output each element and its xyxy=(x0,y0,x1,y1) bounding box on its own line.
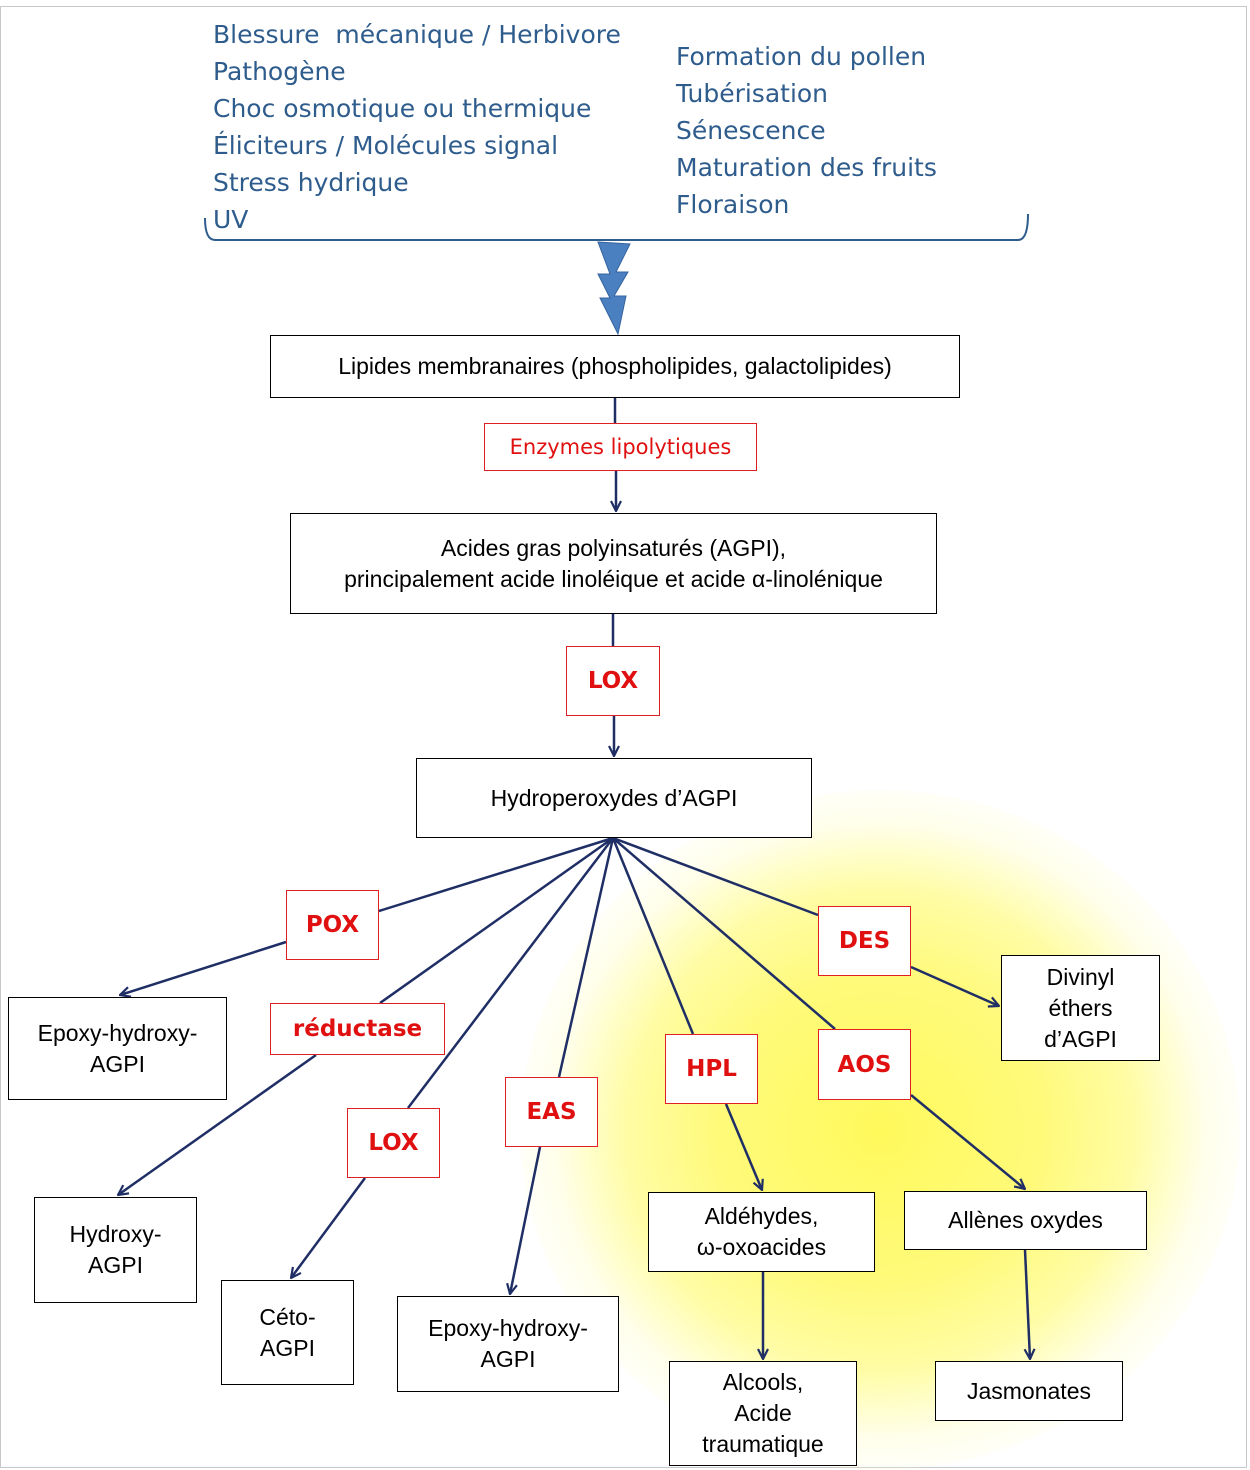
arrow-to-aldehydes xyxy=(724,1103,762,1190)
trigger-item: Choc osmotique ou thermique xyxy=(213,94,592,123)
node-divinyl-ethers: Divinyl éthers d’AGPI xyxy=(1001,955,1160,1061)
connector-hub-to-eas xyxy=(557,837,615,1078)
node-pufa: Acides gras polyinsaturés (AGPI), princi… xyxy=(290,513,937,614)
trigger-item: Formation du pollen xyxy=(676,42,927,71)
enzyme-lox-main: LOX xyxy=(566,646,660,716)
arrow-to-ceto xyxy=(291,1177,367,1278)
connector-hub-to-des xyxy=(612,836,819,917)
enzyme-lox-branch: LOX xyxy=(347,1108,440,1178)
node-hydroxy: Hydroxy- AGPI xyxy=(34,1197,197,1303)
enzyme-des: DES xyxy=(818,906,911,976)
trigger-item: Floraison xyxy=(676,190,790,219)
enzyme-lipolytic: Enzymes lipolytiques xyxy=(484,423,757,471)
arrow-to-divinyl xyxy=(910,965,999,1006)
connector-hub-to-aos xyxy=(612,837,836,1030)
node-alcohols: Alcools, Acide traumatique xyxy=(669,1361,857,1466)
trigger-item: Éliciteurs / Molécules signal xyxy=(213,131,559,160)
node-ceto: Céto- AGPI xyxy=(221,1280,354,1385)
node-membrane-lipids: Lipides membranaires (phospholipides, ga… xyxy=(270,335,960,398)
enzyme-hpl: HPL xyxy=(665,1034,758,1104)
trigger-item: UV xyxy=(213,205,249,234)
development-triggers-list: Formation du pollen Tubérisation Sénesce… xyxy=(676,38,937,223)
arrow-to-epoxy-hydroxy-left xyxy=(120,940,287,995)
enzyme-eas: EAS xyxy=(505,1077,598,1147)
node-epoxy-hydroxy-center: Epoxy-hydroxy- AGPI xyxy=(397,1296,619,1392)
node-jasmonates: Jasmonates xyxy=(935,1361,1123,1421)
arrow-to-jasmonates xyxy=(1025,1249,1030,1359)
enzyme-reductase: réductase xyxy=(270,1003,445,1055)
connector-hub-to-hpl xyxy=(611,837,695,1035)
trigger-item: Stress hydrique xyxy=(213,168,409,197)
arrow-to-allene-oxides xyxy=(910,1094,1025,1189)
enzyme-aos: AOS xyxy=(818,1029,911,1100)
connector-hub-to-reductase xyxy=(379,836,614,1005)
node-hydroperoxides: Hydroperoxydes d’AGPI xyxy=(416,758,812,838)
connector-hub-to-lox-branch xyxy=(407,837,614,1109)
node-allene-oxides: Allènes oxydes xyxy=(904,1191,1147,1250)
trigger-item: Blessure mécanique / Herbivore xyxy=(213,20,621,49)
trigger-bracket xyxy=(204,213,1029,241)
diagram-frame xyxy=(0,6,1247,1468)
lightning-bolt-icon xyxy=(597,241,631,336)
trigger-item: Sénescence xyxy=(676,116,826,145)
trigger-item: Tubérisation xyxy=(676,79,829,108)
arrow-to-hydroxy xyxy=(118,1053,317,1195)
connector-hub-to-pox xyxy=(378,836,614,913)
node-aldehydes: Aldéhydes, ω-oxoacides xyxy=(648,1192,875,1272)
trigger-item: Pathogène xyxy=(213,57,346,86)
arrow-to-epoxy-hydroxy-center xyxy=(510,1146,542,1294)
trigger-item: Maturation des fruits xyxy=(676,153,937,182)
node-epoxy-hydroxy-left: Epoxy-hydroxy- AGPI xyxy=(8,997,227,1100)
enzyme-pox: POX xyxy=(286,890,379,960)
stress-triggers-list: Blessure mécanique / Herbivore Pathogène… xyxy=(213,16,621,238)
